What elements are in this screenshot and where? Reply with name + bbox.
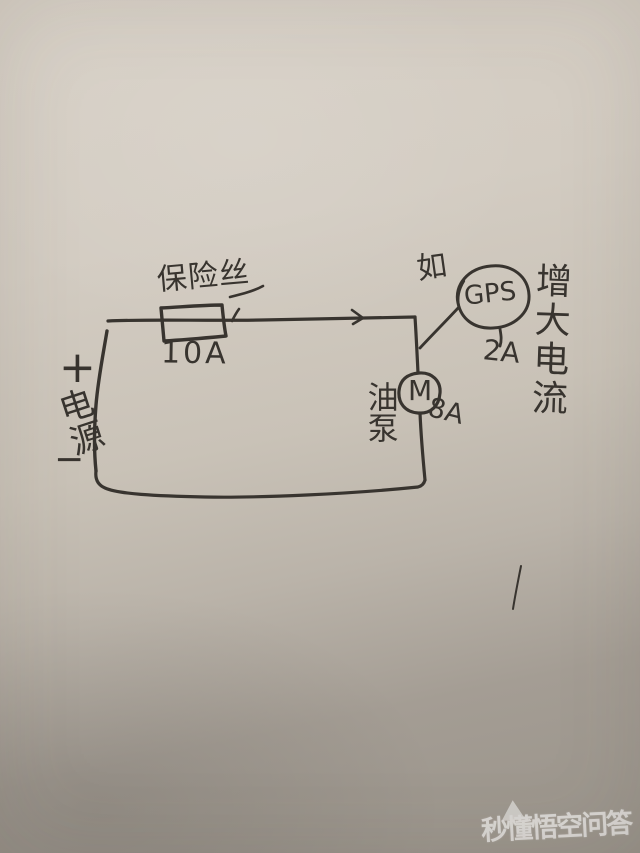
- gps-label: GPS: [462, 276, 518, 312]
- watermark-flame-icon: [500, 799, 526, 821]
- fuse-symbol: [159, 303, 228, 343]
- gps-circle-retrace: [457, 279, 466, 309]
- fuse-label-tail: [228, 284, 265, 299]
- current-arrow-icon: [350, 308, 365, 326]
- fuse-rating: 10A: [160, 335, 230, 372]
- power-plus-sign: +: [59, 342, 96, 393]
- motor-circle: [397, 371, 442, 415]
- bottom-wire: [94, 469, 427, 499]
- fuse-tick: [230, 307, 241, 323]
- gps-branch-wire: [418, 305, 461, 350]
- watermark: 秒懂悟空问答: [480, 799, 632, 848]
- motor-symbol-label: M: [408, 374, 433, 407]
- gps-hint-label: 如: [414, 248, 450, 287]
- right-wire-top: [413, 315, 420, 375]
- top-wire: [106, 315, 417, 323]
- stray-pen-mark: [512, 565, 522, 610]
- left-wire: [92, 329, 109, 473]
- oil-pump-label: 油泵: [361, 381, 398, 443]
- power-minus-sign: −: [54, 439, 85, 480]
- gps-lead: [498, 327, 503, 348]
- right-wire-bottom: [418, 411, 427, 482]
- increase-current-note: 增大电流: [525, 261, 572, 419]
- gps-rating: 2A: [481, 333, 522, 370]
- gps-circle: [455, 264, 531, 330]
- fuse-label: 保险丝: [155, 255, 252, 298]
